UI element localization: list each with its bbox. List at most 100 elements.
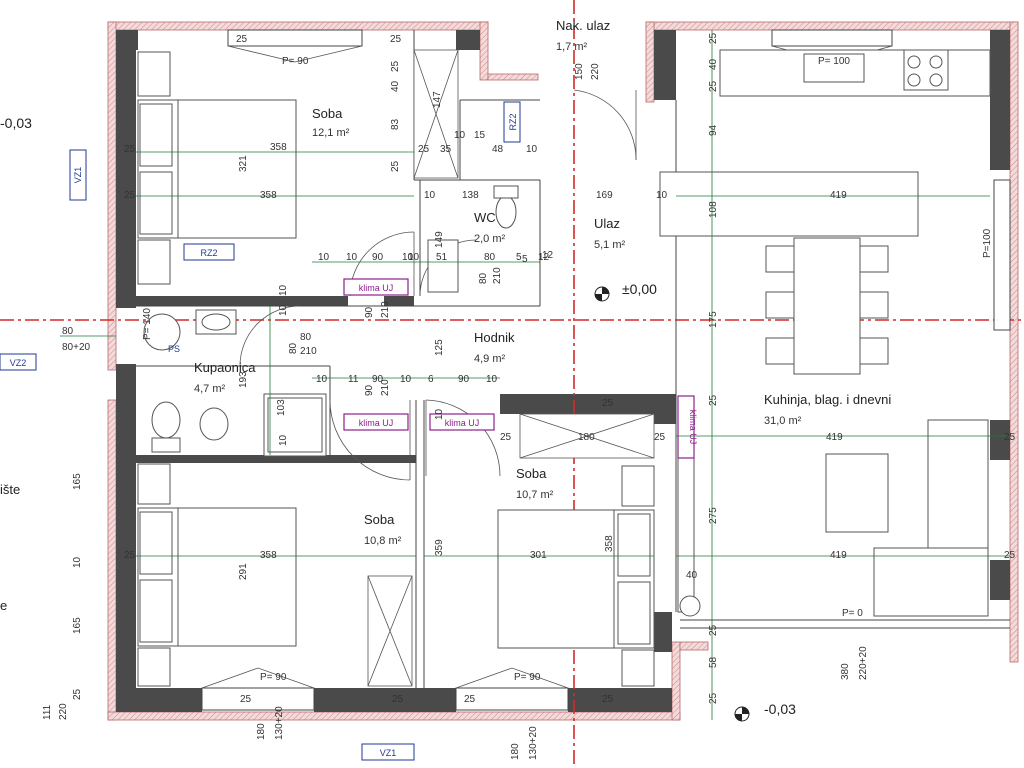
svg-text:klima UJ: klima UJ xyxy=(359,418,394,428)
svg-text:419: 419 xyxy=(830,550,847,561)
vz1-tag-bottom: VZ1 xyxy=(361,743,415,761)
svg-text:220+20: 220+20 xyxy=(858,646,869,680)
svg-text:125: 125 xyxy=(434,339,445,356)
rz2-tag-1: RZ2 xyxy=(183,243,235,261)
svg-text:VZ1: VZ1 xyxy=(380,748,397,758)
svg-text:193: 193 xyxy=(238,371,249,388)
svg-text:359: 359 xyxy=(434,539,445,556)
sill-height-5: P= 0 xyxy=(842,608,863,619)
svg-text:25: 25 xyxy=(602,694,614,705)
svg-text:358: 358 xyxy=(270,142,287,153)
room-name-bedroom-3: Soba xyxy=(516,466,547,481)
svg-text:klima UJ: klima UJ xyxy=(445,418,480,428)
svg-text:10: 10 xyxy=(402,252,414,263)
svg-text:358: 358 xyxy=(260,550,277,561)
sill-height-4: P= 90 xyxy=(514,672,541,683)
room-area-hallway: 4,9 m² xyxy=(474,353,506,365)
svg-text:25: 25 xyxy=(708,80,719,92)
svg-text:25: 25 xyxy=(124,550,136,561)
svg-text:25: 25 xyxy=(124,190,136,201)
svg-text:291: 291 xyxy=(238,563,249,580)
level-marker-bottom: -0,03 xyxy=(734,701,796,722)
svg-text:275: 275 xyxy=(708,507,719,524)
svg-text:111: 111 xyxy=(42,704,53,720)
svg-text:175: 175 xyxy=(708,311,719,328)
svg-text:358: 358 xyxy=(260,190,277,201)
room-name-bathroom: Kupaonica xyxy=(194,360,256,375)
svg-text:25: 25 xyxy=(500,432,512,443)
svg-text:25: 25 xyxy=(240,694,252,705)
bed-top-left xyxy=(137,51,297,285)
svg-text:80: 80 xyxy=(484,252,496,263)
svg-text:90: 90 xyxy=(364,384,375,396)
svg-text:25: 25 xyxy=(124,144,136,155)
svg-text:138: 138 xyxy=(462,190,479,201)
svg-text:10: 10 xyxy=(316,374,328,385)
svg-text:10: 10 xyxy=(400,374,412,385)
svg-text:10: 10 xyxy=(278,304,289,316)
svg-text:358: 358 xyxy=(604,535,615,552)
svg-text:10: 10 xyxy=(656,190,668,201)
room-area-bedroom-3: 10,7 m² xyxy=(516,489,554,501)
room-area-living-kitchen: 31,0 m² xyxy=(764,415,802,427)
svg-text:10: 10 xyxy=(346,252,358,263)
svg-text:12: 12 xyxy=(538,252,550,263)
svg-text:103: 103 xyxy=(276,399,287,416)
windows xyxy=(201,29,1011,711)
svg-text:169: 169 xyxy=(596,190,613,201)
partial-label-left-1: ište xyxy=(0,482,20,497)
door-swings xyxy=(239,89,637,481)
svg-text:419: 419 xyxy=(826,432,843,443)
svg-text:108: 108 xyxy=(708,201,719,218)
svg-text:25: 25 xyxy=(708,394,719,406)
svg-text:40: 40 xyxy=(708,58,719,70)
svg-text:301: 301 xyxy=(530,550,547,561)
svg-text:25: 25 xyxy=(708,692,719,704)
bed-bottom-left xyxy=(137,463,297,687)
level-marker-entry: ±0,00 xyxy=(594,281,657,302)
svg-text:25: 25 xyxy=(236,34,248,45)
room-name-hallway: Hodnik xyxy=(474,330,515,345)
svg-text:25: 25 xyxy=(602,398,614,409)
svg-text:25: 25 xyxy=(654,432,666,443)
sill-height-7: P= 140 xyxy=(142,308,153,340)
svg-text:130+20: 130+20 xyxy=(528,726,539,760)
room-area-bedroom-2: 10,8 m² xyxy=(364,535,402,547)
svg-text:VZ1: VZ1 xyxy=(73,167,83,184)
svg-text:210: 210 xyxy=(380,301,391,318)
svg-text:220: 220 xyxy=(58,703,69,720)
svg-text:210: 210 xyxy=(300,346,317,357)
svg-text:80: 80 xyxy=(62,326,74,337)
svg-text:90: 90 xyxy=(372,252,384,263)
svg-text:321: 321 xyxy=(238,155,249,172)
exterior-walls xyxy=(107,21,1019,721)
wardrobes xyxy=(367,49,655,687)
room-name-wc: WC xyxy=(474,210,496,225)
sill-height-3: P= 90 xyxy=(260,672,287,683)
svg-text:130+20: 130+20 xyxy=(274,706,285,740)
svg-text:25: 25 xyxy=(708,624,719,636)
svg-text:90: 90 xyxy=(372,374,384,385)
svg-text:40: 40 xyxy=(686,570,698,581)
room-name-entry-vestibule: Nak. ulaz xyxy=(556,18,610,33)
sill-height-2: P= 100 xyxy=(818,56,850,67)
svg-text:klima UJ: klima UJ xyxy=(359,283,394,293)
svg-text:180: 180 xyxy=(510,743,521,760)
dimension-lines xyxy=(60,30,1010,720)
svg-text:25: 25 xyxy=(390,34,402,45)
svg-text:15: 15 xyxy=(474,130,486,141)
svg-text:419: 419 xyxy=(830,190,847,201)
svg-text:-0,03: -0,03 xyxy=(764,701,796,717)
sill-height-6: P=100 xyxy=(982,228,993,258)
bed-bottom-right xyxy=(497,465,655,687)
svg-text:165: 165 xyxy=(72,473,83,490)
svg-text:10: 10 xyxy=(72,556,83,568)
svg-text:40: 40 xyxy=(390,80,401,92)
svg-text:25: 25 xyxy=(464,694,476,705)
svg-text:10: 10 xyxy=(486,374,498,385)
svg-text:11: 11 xyxy=(348,374,359,385)
svg-text:25: 25 xyxy=(708,32,719,44)
svg-text:5: 5 xyxy=(516,252,522,263)
svg-text:25: 25 xyxy=(390,160,401,172)
